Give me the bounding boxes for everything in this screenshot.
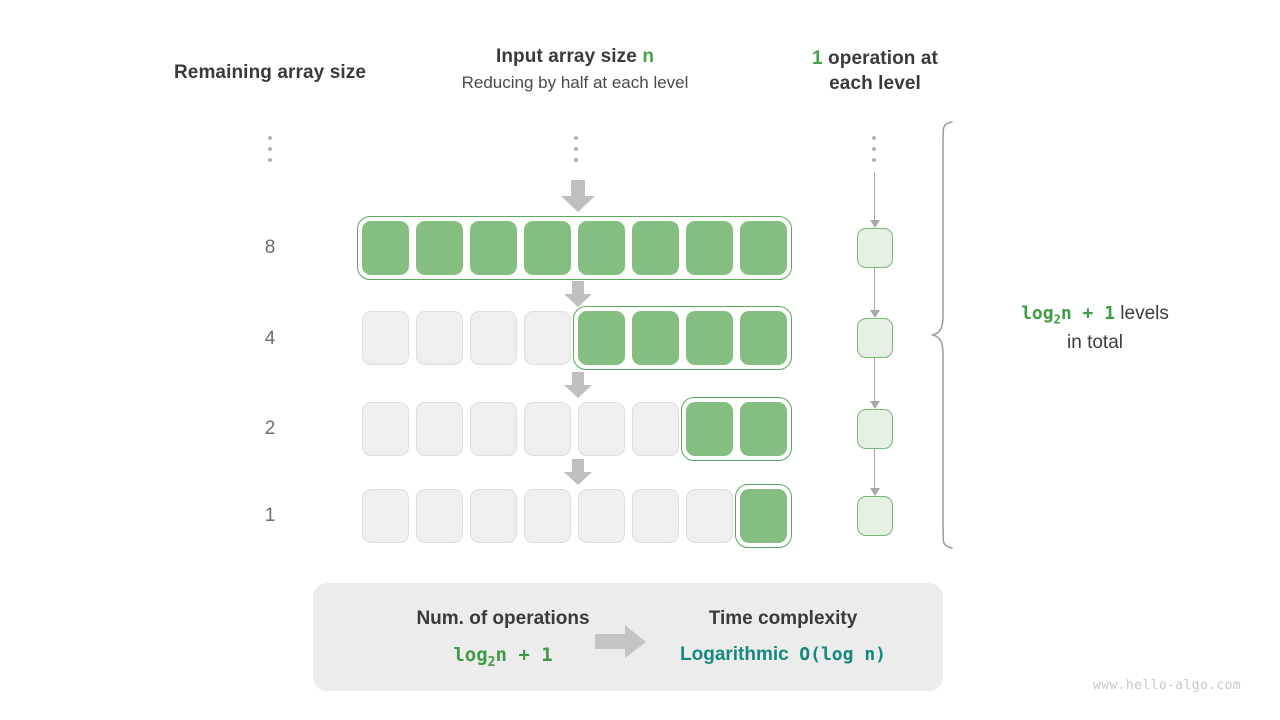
array-cell-empty <box>416 489 463 543</box>
summary-right-word: Logarithmic <box>680 644 789 665</box>
array-cell-active <box>740 402 787 456</box>
array-cell-empty <box>578 489 625 543</box>
array-cell-active <box>740 221 787 275</box>
operation-connector-line <box>874 268 876 311</box>
array-cell-active <box>632 311 679 365</box>
active-segment-outline <box>681 397 792 461</box>
operation-connector-arrowhead <box>870 488 880 496</box>
active-segment-outline <box>573 306 792 370</box>
header-middle-title-accent: n <box>642 46 655 67</box>
active-segment-outline <box>735 484 792 548</box>
header-middle-title: Input array size n <box>385 46 765 68</box>
right-arrow-icon <box>595 625 647 664</box>
operation-box <box>857 409 893 449</box>
active-segment-outline <box>357 216 792 280</box>
array-cell-active <box>470 221 517 275</box>
split-arrow-icon-1 <box>563 281 593 308</box>
header-right-accent: 1 <box>812 48 823 69</box>
array-cell-active <box>740 489 787 543</box>
array-cell-empty <box>362 489 409 543</box>
array-cell-empty <box>632 489 679 543</box>
array-cell-active <box>416 221 463 275</box>
summary-panel: Num. of operations log2n + 1 Time comple… <box>313 583 943 691</box>
row-label-2: 2 <box>264 418 276 439</box>
array-cell-active <box>362 221 409 275</box>
operation-connector-arrowhead <box>870 220 880 228</box>
row-label-1: 1 <box>264 505 276 526</box>
levels-note-line2: in total <box>1067 331 1123 353</box>
operation-box <box>857 228 893 268</box>
array-cell-empty <box>416 402 463 456</box>
ellipsis-icon-right <box>872 136 878 169</box>
array-cell-active <box>524 221 571 275</box>
header-remaining-array-size: Remaining array size <box>140 62 400 84</box>
header-right-text1: operation at <box>822 48 938 69</box>
header-input-array-size: Input array size n Reducing by half at e… <box>385 46 765 93</box>
header-middle-title-prefix: Input array size <box>495 46 643 67</box>
array-cell-empty <box>524 489 571 543</box>
array-cell-active <box>578 221 625 275</box>
summary-left-value: log2n + 1 <box>353 644 653 670</box>
levels-total-note: log2n + 1 levels in total <box>975 300 1215 357</box>
operation-connector-line <box>874 358 876 402</box>
operation-box <box>857 496 893 536</box>
array-cell-empty <box>524 311 571 365</box>
summary-operations: Num. of operations log2n + 1 <box>353 608 653 670</box>
operation-connector-line <box>874 172 876 221</box>
array-cell-active <box>686 402 733 456</box>
operation-connector-arrowhead <box>870 401 880 409</box>
array-cell-active <box>632 221 679 275</box>
summary-right-mono: O(log n) <box>799 644 886 665</box>
levels-formula-line: log2n + 1 levels <box>975 300 1215 329</box>
header-right-line2: each level <box>829 73 921 95</box>
levels-text-after: levels <box>1115 303 1169 324</box>
split-arrow-icon-3 <box>563 459 593 486</box>
array-cell-empty <box>686 489 733 543</box>
header-operations-per-level: 1 operation at each level <box>790 46 960 96</box>
header-left-text: Remaining array size <box>173 62 367 83</box>
summary-right-value: Logarithmic O(log n) <box>643 644 923 666</box>
summary-left-formula: log2n + 1 <box>453 644 553 670</box>
split-arrow-icon-0 <box>560 180 596 213</box>
summary-right-title: Time complexity <box>708 608 858 629</box>
array-cell-empty <box>470 489 517 543</box>
summary-complexity: Time complexity Logarithmic O(log n) <box>643 608 923 666</box>
header-right-line1: 1 operation at <box>790 46 960 71</box>
operation-connector-arrowhead <box>870 310 880 318</box>
levels-brace <box>930 120 962 555</box>
ellipsis-icon-middle <box>574 136 580 169</box>
array-cell-empty <box>470 311 517 365</box>
array-cell-active <box>740 311 787 365</box>
summary-left-title: Num. of operations <box>416 608 590 629</box>
array-cell-active <box>686 221 733 275</box>
split-arrow-icon-2 <box>563 372 593 399</box>
array-cell-empty <box>632 402 679 456</box>
row-label-4: 4 <box>264 328 276 349</box>
array-cell-active <box>686 311 733 365</box>
header-middle-subtitle: Reducing by half at each level <box>461 73 689 92</box>
operation-box <box>857 318 893 358</box>
ellipsis-icon-left <box>268 136 274 169</box>
array-cell-empty <box>416 311 463 365</box>
array-cell-empty <box>470 402 517 456</box>
array-cell-empty <box>362 402 409 456</box>
array-cell-empty <box>524 402 571 456</box>
watermark: www.hello-algo.com <box>1093 678 1242 693</box>
levels-formula: log2n + 1 <box>1021 303 1116 327</box>
array-cell-active <box>578 311 625 365</box>
array-cell-empty <box>362 311 409 365</box>
array-cell-empty <box>578 402 625 456</box>
operation-connector-line <box>874 449 876 489</box>
row-label-8: 8 <box>264 237 276 258</box>
